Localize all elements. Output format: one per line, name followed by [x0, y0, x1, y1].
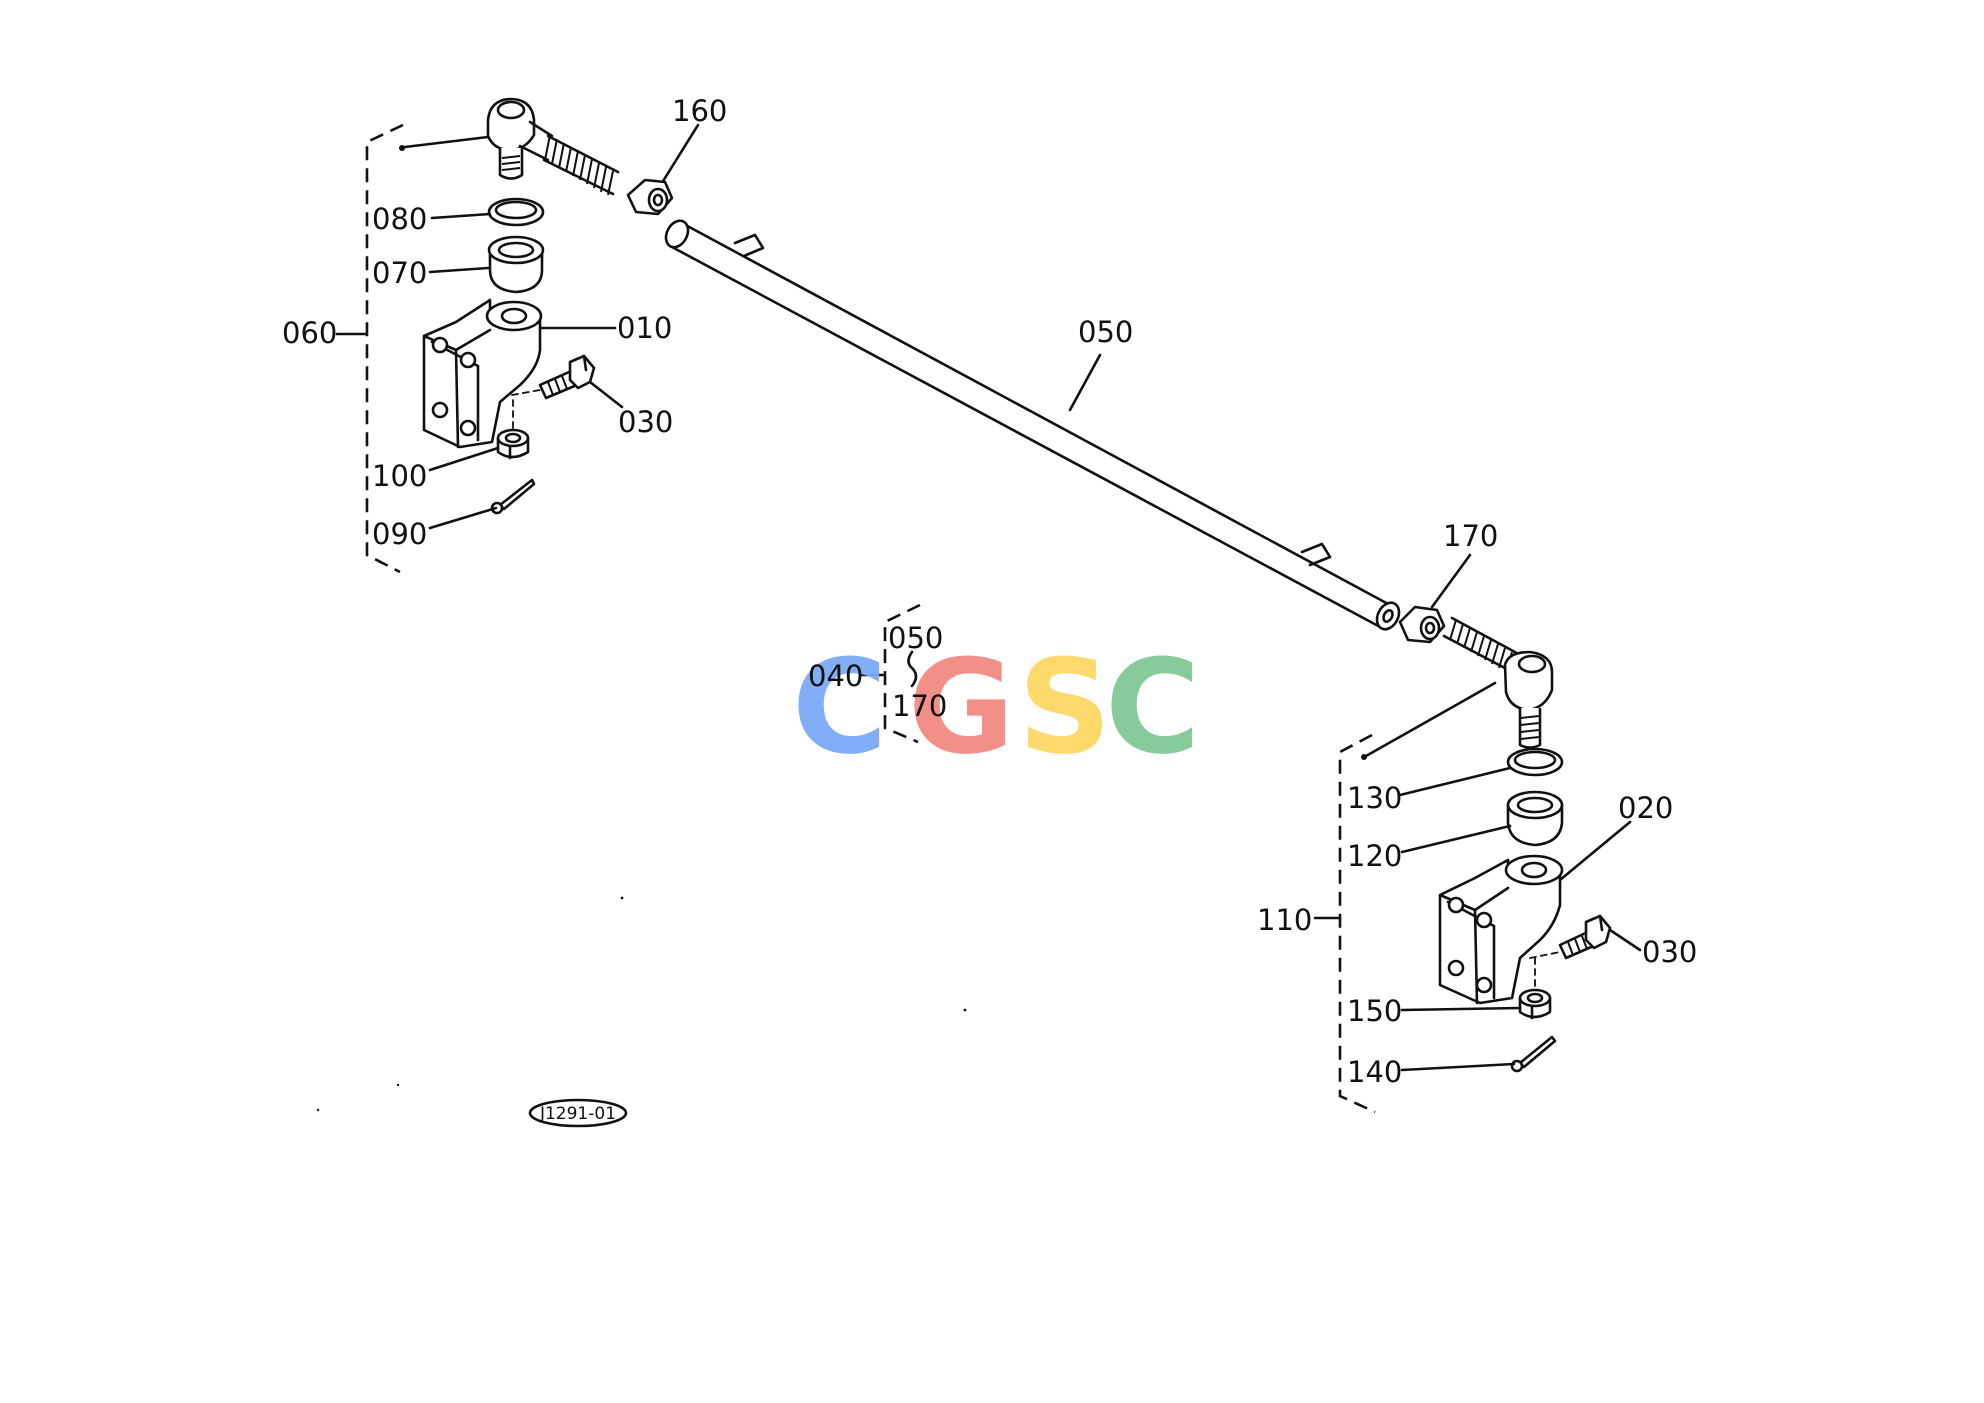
knuckle-arm-020 — [1438, 854, 1564, 1005]
label-050-tube: 050 — [1078, 315, 1133, 349]
castle-nut-100 — [496, 428, 530, 460]
label-010: 010 — [617, 311, 672, 345]
label-110: 110 — [1257, 903, 1312, 937]
cotter-pin-090 — [490, 478, 536, 515]
tie-rod-end-left — [486, 97, 620, 196]
label-160: 160 — [672, 94, 727, 128]
cotter-pin-140 — [1510, 1035, 1557, 1073]
lock-nut-170 — [1398, 605, 1446, 644]
watermark-logo: C G S C — [792, 631, 1200, 783]
label-030-left: 030 — [618, 405, 673, 439]
tie-rod-tube-050 — [626, 178, 1446, 644]
seal-ring-130 — [1506, 747, 1564, 777]
seal-ring-080 — [487, 197, 545, 227]
label-100: 100 — [372, 459, 427, 493]
watermark-letter-3: S — [1018, 631, 1112, 783]
dust-cover-070 — [487, 235, 545, 294]
label-030-right: 030 — [1642, 935, 1697, 969]
dust-cover-120 — [1506, 790, 1564, 847]
label-070: 070 — [372, 256, 427, 290]
label-170-group: 170 — [892, 689, 947, 723]
label-140: 140 — [1347, 1055, 1402, 1089]
tie-rod-end-right — [1442, 616, 1554, 749]
drawing-code-badge: J1291-01 — [528, 1098, 628, 1128]
tie-rod-group-040 — [860, 603, 921, 744]
label-170-nut: 170 — [1443, 519, 1498, 553]
bolt-030-left — [538, 354, 596, 400]
watermark-letter-1: C — [792, 631, 887, 783]
left-tie-rod-end-assembly — [335, 97, 620, 574]
drawing-code: J1291-01 — [539, 1104, 616, 1124]
label-050-group: 050 — [888, 621, 943, 655]
right-tie-rod-end-assembly — [1313, 616, 1612, 1114]
label-090: 090 — [372, 517, 427, 551]
watermark-letter-2: G — [908, 631, 1015, 783]
knuckle-arm-010 — [422, 298, 543, 449]
label-120: 120 — [1347, 839, 1402, 873]
watermark-letter-4: C — [1105, 631, 1200, 783]
label-150: 150 — [1347, 994, 1402, 1028]
castle-nut-150 — [1518, 988, 1552, 1020]
label-060: 060 — [282, 316, 337, 350]
group-bracket-110 — [1338, 733, 1376, 1114]
label-080: 080 — [372, 202, 427, 236]
group-bracket-060 — [365, 123, 404, 574]
label-130: 130 — [1347, 781, 1402, 815]
label-040: 040 — [808, 659, 863, 693]
bolt-030-right — [1558, 914, 1612, 960]
label-020: 020 — [1618, 791, 1673, 825]
lock-nut-160 — [626, 178, 674, 216]
